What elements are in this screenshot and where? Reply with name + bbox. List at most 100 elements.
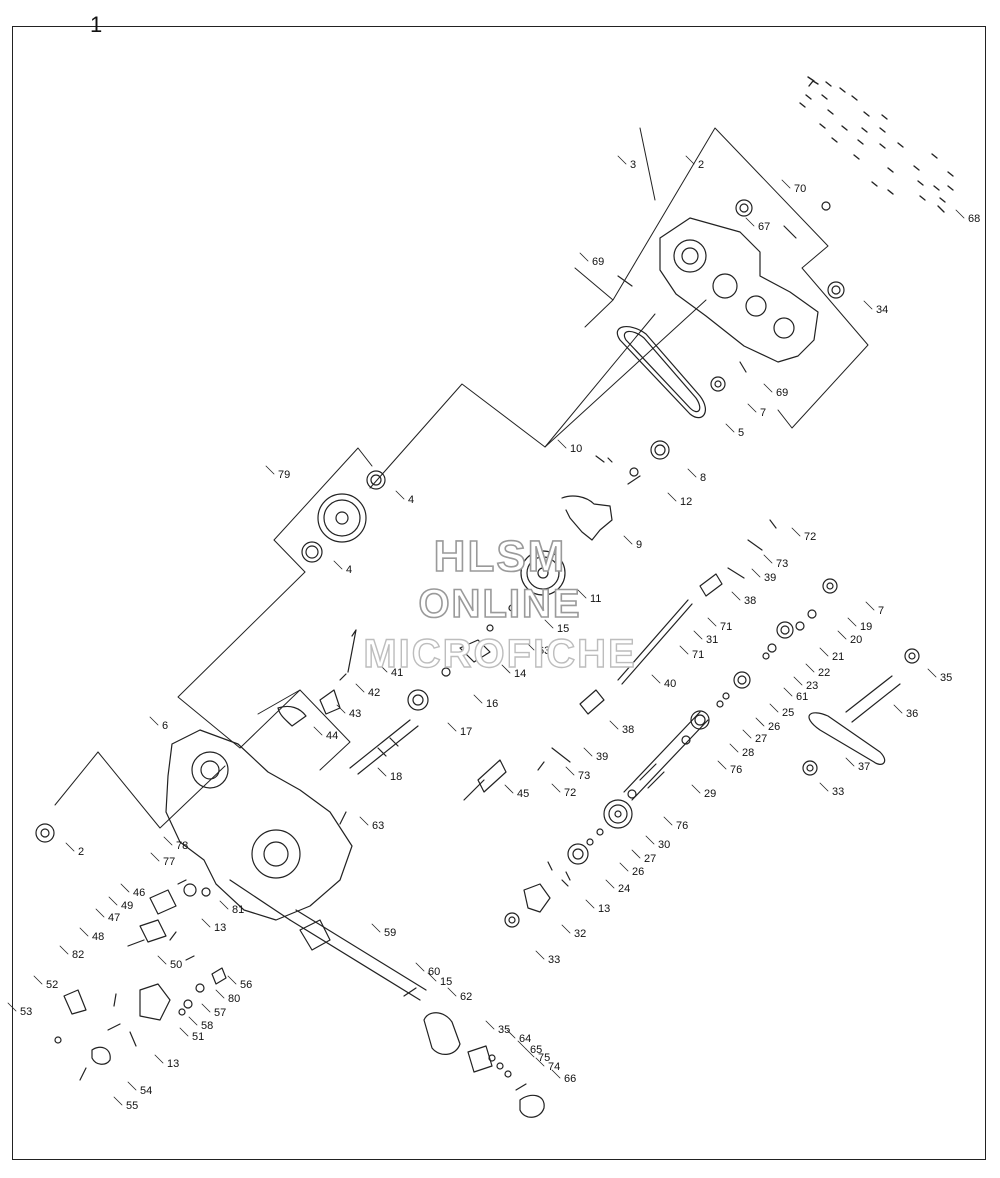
callout-leader-40 bbox=[651, 674, 661, 684]
callout-leader-8 bbox=[687, 468, 697, 478]
callout-76: 76 bbox=[676, 820, 688, 832]
callout-14: 14 bbox=[514, 668, 526, 680]
callout-leader-4 bbox=[333, 560, 343, 570]
callout-28: 28 bbox=[742, 747, 754, 759]
callout-15: 15 bbox=[557, 623, 569, 635]
callout-81: 81 bbox=[232, 904, 244, 916]
callout-leader-73 bbox=[763, 554, 773, 564]
callout-50: 50 bbox=[170, 959, 182, 971]
callout-60: 60 bbox=[428, 966, 440, 978]
callout-leader-43 bbox=[336, 704, 346, 714]
callout-leader-58 bbox=[188, 1016, 198, 1026]
callout-56: 56 bbox=[240, 979, 252, 991]
callout-leader-5 bbox=[725, 423, 735, 433]
callout-26: 26 bbox=[768, 721, 780, 733]
callout-19: 19 bbox=[860, 621, 872, 633]
callout-leader-51 bbox=[179, 1027, 189, 1037]
callout-leader-9 bbox=[623, 535, 633, 545]
callout-32: 32 bbox=[574, 928, 586, 940]
callout-4: 4 bbox=[408, 494, 414, 506]
callout-leader-71 bbox=[679, 645, 689, 655]
callout-41: 41 bbox=[391, 667, 403, 679]
callout-15: 15 bbox=[440, 976, 452, 988]
transmission-housing-left bbox=[165, 729, 353, 921]
callout-63: 63 bbox=[372, 820, 384, 832]
callout-65: 65 bbox=[530, 1044, 542, 1056]
callout-48: 48 bbox=[92, 931, 104, 943]
callout-74: 74 bbox=[548, 1061, 560, 1073]
callout-69: 69 bbox=[776, 387, 788, 399]
callout-leader-74 bbox=[535, 1057, 545, 1067]
callout-leader-64 bbox=[506, 1029, 516, 1039]
callout-4: 4 bbox=[346, 564, 352, 576]
callout-2: 2 bbox=[78, 846, 84, 858]
gear-and-bearing-icons bbox=[35, 440, 920, 928]
callout-leader-39 bbox=[583, 747, 593, 757]
callout-leader-56 bbox=[227, 975, 237, 985]
callout-leader-20 bbox=[837, 630, 847, 640]
callout-47: 47 bbox=[108, 912, 120, 924]
callout-13: 13 bbox=[214, 922, 226, 934]
small-hardware-icons bbox=[54, 225, 797, 1118]
callout-17: 17 bbox=[460, 726, 472, 738]
callout-leader-3 bbox=[617, 155, 627, 165]
callout-leader-7 bbox=[865, 601, 875, 611]
callout-21: 21 bbox=[832, 651, 844, 663]
callout-72: 72 bbox=[564, 787, 576, 799]
callout-2: 2 bbox=[698, 159, 704, 171]
callout-9: 9 bbox=[636, 539, 642, 551]
callout-7: 7 bbox=[760, 407, 766, 419]
callout-42: 42 bbox=[368, 687, 380, 699]
callout-46: 46 bbox=[133, 887, 145, 899]
callout-leader-16 bbox=[473, 694, 483, 704]
callout-leader-38 bbox=[731, 591, 741, 601]
callout-leader-15 bbox=[427, 972, 437, 982]
callout-leader-44 bbox=[313, 726, 323, 736]
callout-70: 70 bbox=[794, 183, 806, 195]
callout-leader-68 bbox=[955, 209, 965, 219]
callout-leader-52 bbox=[33, 975, 43, 985]
callout-leader-76 bbox=[663, 816, 673, 826]
callout-26: 26 bbox=[632, 866, 644, 878]
callout-23: 23 bbox=[806, 680, 818, 692]
callout-leader-57 bbox=[201, 1003, 211, 1013]
callout-69: 69 bbox=[592, 256, 604, 268]
callout-62: 62 bbox=[460, 991, 472, 1003]
callout-leader-41 bbox=[378, 663, 388, 673]
callout-53: 53 bbox=[20, 1006, 32, 1018]
callout-71: 71 bbox=[692, 649, 704, 661]
callout-leader-70 bbox=[781, 179, 791, 189]
callout-leaders bbox=[7, 155, 965, 1106]
callout-67: 67 bbox=[758, 221, 770, 233]
callout-leader-35 bbox=[927, 668, 937, 678]
callout-75: 75 bbox=[538, 1052, 550, 1064]
callout-leader-75 bbox=[525, 1048, 535, 1058]
callout-35: 35 bbox=[498, 1024, 510, 1036]
callout-leader-59 bbox=[371, 923, 381, 933]
callout-leader-31 bbox=[693, 630, 703, 640]
callout-leader-55 bbox=[113, 1096, 123, 1106]
callout-58: 58 bbox=[201, 1020, 213, 1032]
callout-leader-71 bbox=[707, 617, 717, 627]
callout-77: 77 bbox=[163, 856, 175, 868]
callout-73: 73 bbox=[578, 770, 590, 782]
callout-leader-66 bbox=[551, 1069, 561, 1079]
callout-5: 5 bbox=[738, 427, 744, 439]
callout-39: 39 bbox=[764, 572, 776, 584]
callout-72: 72 bbox=[804, 531, 816, 543]
callout-11: 11 bbox=[590, 593, 601, 605]
callout-24: 24 bbox=[618, 883, 630, 895]
callout-leader-25 bbox=[769, 703, 779, 713]
callout-leader-13 bbox=[201, 918, 211, 928]
callout-8: 8 bbox=[700, 472, 706, 484]
callout-leader-33 bbox=[535, 950, 545, 960]
callout-68: 68 bbox=[968, 213, 980, 225]
callout-20: 20 bbox=[850, 634, 862, 646]
callout-61: 61 bbox=[796, 691, 808, 703]
watermark-line-2: ONLINE bbox=[418, 581, 582, 627]
callout-leader-2 bbox=[65, 842, 75, 852]
callout-52: 52 bbox=[46, 979, 58, 991]
callout-leader-14 bbox=[501, 664, 511, 674]
bolt-set-icon bbox=[799, 76, 954, 213]
callout-leader-45 bbox=[504, 784, 514, 794]
